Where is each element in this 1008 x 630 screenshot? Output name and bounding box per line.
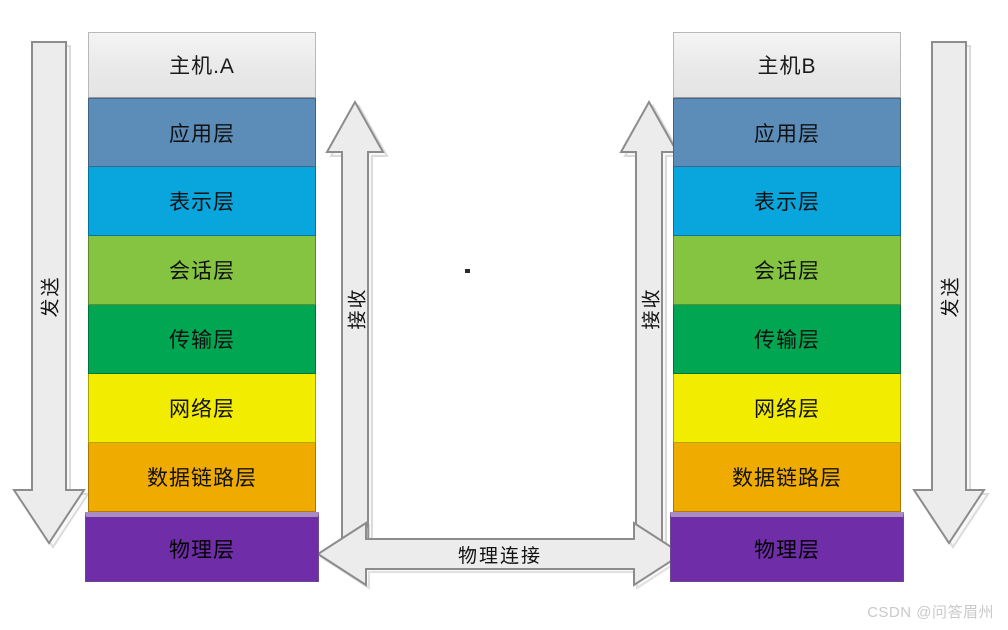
host-b-layer-session: 会话层 bbox=[673, 236, 901, 305]
host-b-layer-presentation: 表示层 bbox=[673, 167, 901, 236]
host-a-layer-network: 网络层 bbox=[88, 374, 316, 443]
arrow-send-left: 发送 bbox=[12, 38, 90, 550]
arrow-physical-link-label: 物理连接 bbox=[457, 546, 542, 567]
host-stack-b: 主机B 应用层 表示层 会话层 传输层 网络层 数据链路层 物理层 bbox=[670, 32, 904, 582]
host-b-layer-physical: 物理层 bbox=[670, 512, 904, 582]
host-stack-a: 主机.A 应用层 表示层 会话层 传输层 网络层 数据链路层 物理层 bbox=[85, 32, 319, 582]
host-a-layer-session: 会话层 bbox=[88, 236, 316, 305]
host-a-layer-physical: 物理层 bbox=[85, 512, 319, 582]
watermark: CSDN @问答眉州 bbox=[867, 604, 994, 621]
arrow-receive-left-label: 接收 bbox=[347, 287, 369, 330]
arrow-physical-link: 物理连接 bbox=[316, 521, 687, 590]
arrow-send-right-label: 发送 bbox=[940, 275, 962, 318]
host-a-layer-datalink: 数据链路层 bbox=[88, 443, 316, 512]
image-speck bbox=[465, 269, 470, 273]
host-b-title: 主机B bbox=[673, 32, 901, 98]
arrow-receive-right-label: 接收 bbox=[641, 287, 663, 330]
host-b-layer-network: 网络层 bbox=[673, 374, 901, 443]
arrow-send-left-label: 发送 bbox=[40, 275, 62, 318]
arrow-receive-left: 接收 bbox=[325, 99, 389, 563]
host-a-layer-application: 应用层 bbox=[88, 98, 316, 167]
host-b-layer-application: 应用层 bbox=[673, 98, 901, 167]
host-a-layer-presentation: 表示层 bbox=[88, 167, 316, 236]
arrow-send-right: 发送 bbox=[912, 38, 990, 550]
host-a-layer-transport: 传输层 bbox=[88, 305, 316, 374]
host-a-title: 主机.A bbox=[88, 32, 316, 98]
host-b-layer-transport: 传输层 bbox=[673, 305, 901, 374]
host-b-layer-datalink: 数据链路层 bbox=[673, 443, 901, 512]
